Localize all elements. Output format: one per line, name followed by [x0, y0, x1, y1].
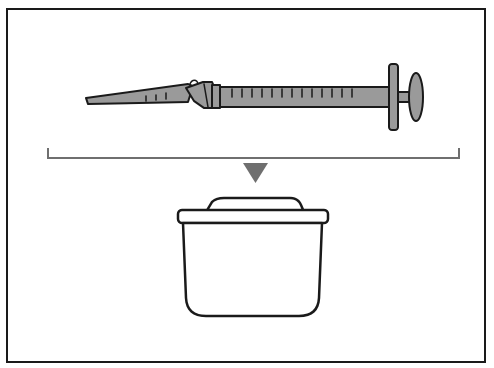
syringe-cap [86, 84, 193, 104]
arrow-down-icon [243, 163, 268, 183]
sharps-container-icon [178, 198, 328, 316]
container-lid-rim [178, 210, 328, 223]
container-body [183, 223, 322, 316]
syringe-plunger-head [409, 73, 423, 121]
syringe-flange [389, 64, 398, 130]
syringe-collar [212, 85, 220, 108]
syringe-barrel [220, 87, 390, 107]
grouping-bracket [48, 148, 459, 158]
syringe-icon [86, 64, 423, 130]
